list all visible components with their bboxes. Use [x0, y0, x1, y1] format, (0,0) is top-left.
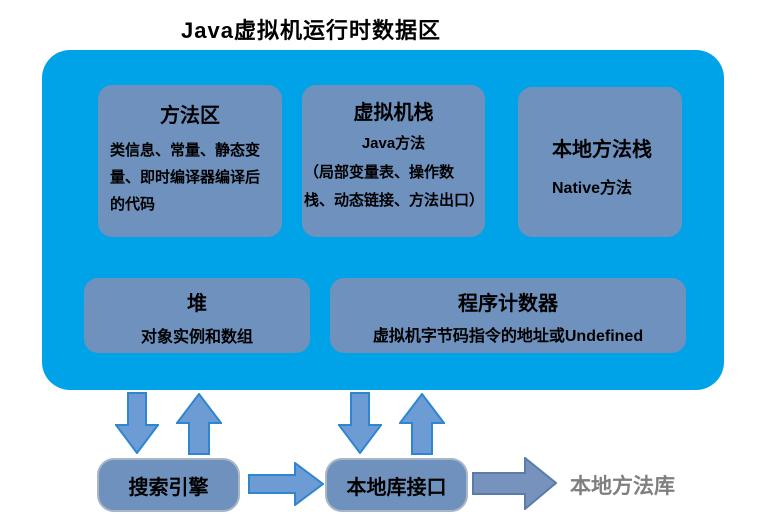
native-method-stack-title: 本地方法栈 [552, 138, 652, 161]
vm-stack-title: 虚拟机栈 [353, 102, 434, 124]
down-arrow-icon [115, 392, 159, 454]
execution-engine-box: 搜索引擎 [97, 458, 240, 512]
page-title: Java虚拟机运行时数据区 [181, 18, 441, 43]
down-arrow-icon [338, 392, 382, 454]
native-library-interface-label: 本地库接口 [346, 476, 447, 499]
native-method-library-label: 本地方法库 [570, 475, 675, 498]
program-counter-body: 虚拟机字节码指令的地址或Undefined [372, 328, 644, 345]
right-arrow-icon [248, 462, 324, 506]
vm-stack-box: 虚拟机栈 Java方法 （局部变量表、操作数栈、动态链接、方法出口） [302, 85, 485, 237]
vm-stack-body: （局部变量表、操作数栈、动态链接、方法出口） [304, 164, 485, 209]
right-arrow-icon [472, 457, 557, 510]
up-arrow-icon [176, 393, 222, 455]
native-method-stack-body: Native方法 [552, 179, 633, 197]
heap-title: 堆 [187, 293, 207, 315]
execution-engine-label: 搜索引擎 [128, 476, 209, 499]
vm-stack-subtitle: Java方法 [361, 135, 426, 152]
method-area-box: 方法区 类信息、常量、静态变量、即时编译器编译后的代码 [98, 85, 282, 237]
native-method-stack-box: 本地方法栈 Native方法 [518, 87, 682, 237]
program-counter-box: 程序计数器 虚拟机字节码指令的地址或Undefined [330, 278, 686, 353]
heap-body: 对象实例和数组 [140, 329, 253, 346]
method-area-title: 方法区 [160, 105, 220, 127]
program-counter-title: 程序计数器 [458, 293, 558, 315]
method-area-body: 类信息、常量、静态变量、即时编译器编译后的代码 [110, 142, 261, 213]
runtime-data-area-container: 方法区 类信息、常量、静态变量、即时编译器编译后的代码 虚拟机栈 Java方法 … [42, 50, 724, 390]
up-arrow-icon [399, 393, 445, 455]
native-library-interface-box: 本地库接口 [325, 458, 468, 512]
heap-box: 堆 对象实例和数组 [84, 278, 310, 353]
